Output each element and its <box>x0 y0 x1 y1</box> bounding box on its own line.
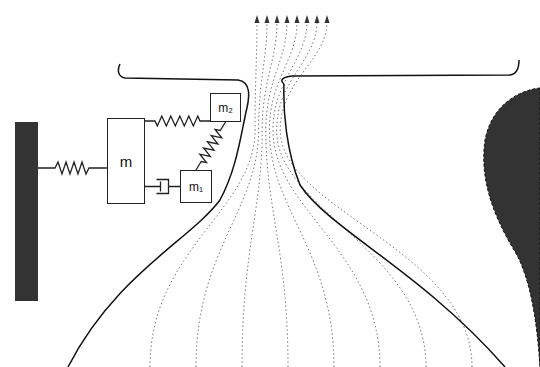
left-vocal-fold <box>68 64 249 367</box>
right-vocal-fold <box>282 60 519 84</box>
mass-label: m₂ <box>218 102 233 114</box>
damper-symbol <box>145 180 180 194</box>
mass-block: m <box>107 118 145 204</box>
mass-block: m₂ <box>210 93 241 122</box>
dark-tissue-region <box>484 88 540 367</box>
spring-symbol <box>196 122 226 170</box>
airflow-lines <box>150 22 472 367</box>
right-vocal-fold-medial <box>284 84 505 367</box>
mass-label: m₁ <box>189 181 203 193</box>
fixed-wall <box>15 122 38 301</box>
mass-label: m <box>120 154 133 169</box>
airflow-arrowheads <box>255 15 330 23</box>
wall-spring <box>38 162 107 174</box>
mass-block: m₁ <box>180 170 212 203</box>
spring-symbol <box>145 116 210 126</box>
